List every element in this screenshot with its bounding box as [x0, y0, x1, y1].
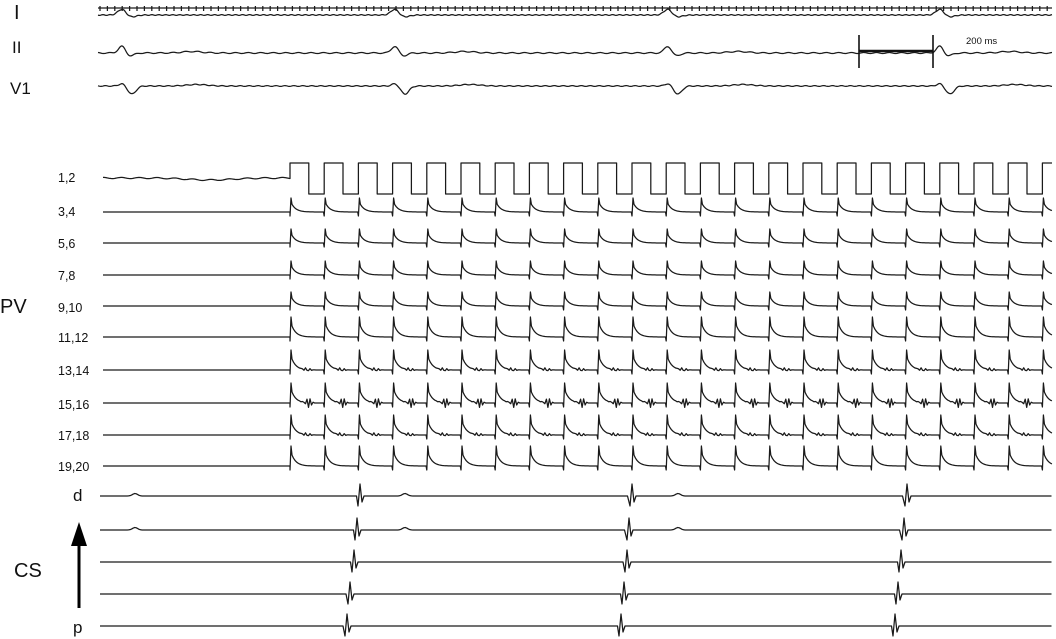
pv-channel-trace — [103, 291, 1053, 311]
pv-channel-label: 5,6 — [58, 237, 75, 251]
lead-V1-label: V1 — [10, 79, 31, 98]
pv-traces — [102, 162, 1053, 471]
pv-channel-trace — [103, 445, 1053, 471]
lead-I-time-markers — [98, 6, 1052, 11]
pv-channel-label: 19,20 — [58, 460, 89, 474]
lead-I-trace — [97, 8, 1053, 18]
cs-channel-trace — [100, 581, 1052, 605]
lead-I-label: I — [14, 2, 20, 24]
scale-bar-label: 200 ms — [966, 36, 997, 47]
lead-II-label: II — [12, 38, 21, 57]
pv-channel-trace — [103, 228, 1053, 248]
cs-traces — [100, 483, 1052, 637]
pv-channel-label: 3,4 — [58, 205, 75, 219]
pv-group-label: PV — [0, 296, 27, 318]
pv-channel-trace — [102, 162, 1052, 195]
pv-channel-label: 15,16 — [58, 398, 89, 412]
cs-proximal-label: p — [73, 618, 82, 637]
pv-channel-labels: 1,2 3,4 5,6 7,8 9,10 11,12 13,14 15,16 1… — [58, 171, 89, 474]
pv-channel-trace — [103, 414, 1053, 440]
cs-channel-trace — [100, 483, 1052, 507]
pv-channel-trace — [103, 349, 1053, 375]
cs-channel-trace — [100, 517, 1052, 541]
arrow-up-icon — [71, 522, 87, 608]
pv-channel-trace — [103, 197, 1053, 217]
pv-channel-trace — [103, 382, 1053, 409]
pv-channel-label: 17,18 — [58, 429, 89, 443]
time-scale-bar — [858, 35, 934, 68]
pv-channel-label: 11,12 — [58, 331, 88, 345]
cs-group-label: CS — [14, 560, 42, 582]
surface-ecg-traces — [97, 6, 1053, 95]
cs-channel-trace — [100, 613, 1052, 637]
pv-channel-trace — [103, 316, 1053, 342]
lead-II-trace — [97, 45, 1053, 57]
pv-channel-label: 7,8 — [58, 269, 75, 283]
cs-distal-label: d — [73, 486, 82, 505]
pv-channel-label: 13,14 — [58, 364, 89, 378]
cs-channel-trace — [100, 549, 1052, 573]
pv-channel-label: 1,2 — [58, 171, 75, 185]
lead-V1-trace — [97, 82, 1053, 95]
pv-channel-label: 9,10 — [58, 301, 82, 315]
pv-channel-trace — [103, 260, 1053, 280]
